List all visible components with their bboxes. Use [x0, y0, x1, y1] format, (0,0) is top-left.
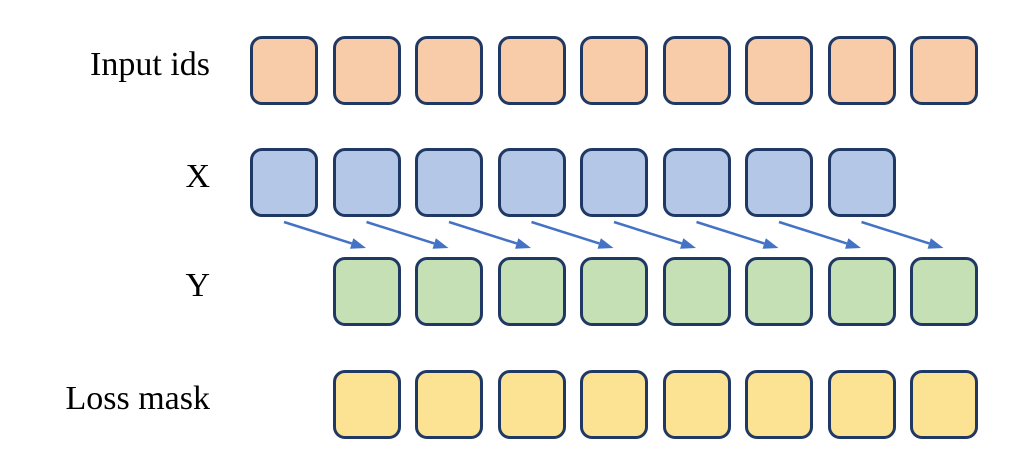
- arrow-shaft-0: [283, 220, 353, 245]
- token-box-y-2: [497, 257, 566, 326]
- token-box-x-4: [580, 148, 648, 217]
- token-box-input_ids-5: [662, 36, 731, 105]
- token-box-loss_mask-4: [662, 370, 731, 439]
- token-box-loss_mask-5: [745, 370, 813, 439]
- arrow-shaft-3: [531, 220, 600, 245]
- row-label-loss_mask: Loss mask: [65, 380, 211, 417]
- shift-arrow-3: [531, 220, 614, 249]
- token-box-x-1: [332, 148, 401, 217]
- token-box-loss_mask-6: [827, 370, 896, 439]
- token-box-loss_mask-0: [332, 370, 401, 439]
- shift-arrow-6: [778, 220, 861, 249]
- shift-arrow-1: [366, 220, 449, 249]
- token-box-loss_mask-7: [910, 370, 978, 439]
- token-box-y-5: [745, 257, 813, 326]
- arrow-head-0: [350, 238, 366, 249]
- token-box-y-3: [580, 257, 648, 326]
- shift-arrow-4: [613, 220, 696, 249]
- arrow-head-6: [845, 238, 861, 249]
- token-box-x-0: [250, 148, 318, 217]
- shift-arrow-5: [696, 220, 779, 249]
- arrow-head-4: [680, 238, 696, 249]
- token-box-x-3: [497, 148, 566, 217]
- token-box-input_ids-1: [332, 36, 401, 105]
- arrow-shaft-7: [861, 220, 930, 245]
- token-box-loss_mask-3: [580, 370, 648, 439]
- token-box-x-7: [827, 148, 896, 217]
- token-box-input_ids-4: [580, 36, 648, 105]
- token-box-y-4: [662, 257, 731, 326]
- token-box-x-2: [415, 148, 483, 217]
- token-box-y-0: [332, 257, 401, 326]
- token-box-x-5: [662, 148, 731, 217]
- arrow-shaft-6: [778, 220, 848, 245]
- arrow-head-2: [515, 238, 531, 249]
- arrow-head-7: [927, 238, 944, 249]
- token-box-input_ids-3: [497, 36, 566, 105]
- arrow-shaft-1: [366, 220, 435, 245]
- token-box-y-7: [910, 257, 978, 326]
- shift-arrow-0: [283, 220, 366, 249]
- arrow-shaft-5: [696, 220, 765, 245]
- token-box-input_ids-0: [250, 36, 318, 105]
- token-box-input_ids-8: [910, 36, 978, 105]
- arrow-head-5: [762, 238, 779, 249]
- arrow-head-1: [432, 238, 449, 249]
- token-box-loss_mask-2: [497, 370, 566, 439]
- shift-arrow-7: [861, 220, 944, 249]
- shift-arrow-2: [448, 220, 531, 249]
- token-box-x-6: [745, 148, 813, 217]
- row-label-y: Y: [185, 267, 210, 304]
- row-label-input_ids: Input ids: [90, 46, 210, 83]
- row-label-x: X: [185, 158, 210, 195]
- token-box-input_ids-2: [415, 36, 483, 105]
- arrow-head-3: [597, 238, 614, 249]
- token-box-input_ids-7: [827, 36, 896, 105]
- token-box-y-1: [415, 257, 483, 326]
- arrow-shaft-2: [448, 220, 518, 245]
- token-box-loss_mask-1: [415, 370, 483, 439]
- token-box-input_ids-6: [745, 36, 813, 105]
- arrow-shaft-4: [613, 220, 683, 245]
- token-box-y-6: [827, 257, 896, 326]
